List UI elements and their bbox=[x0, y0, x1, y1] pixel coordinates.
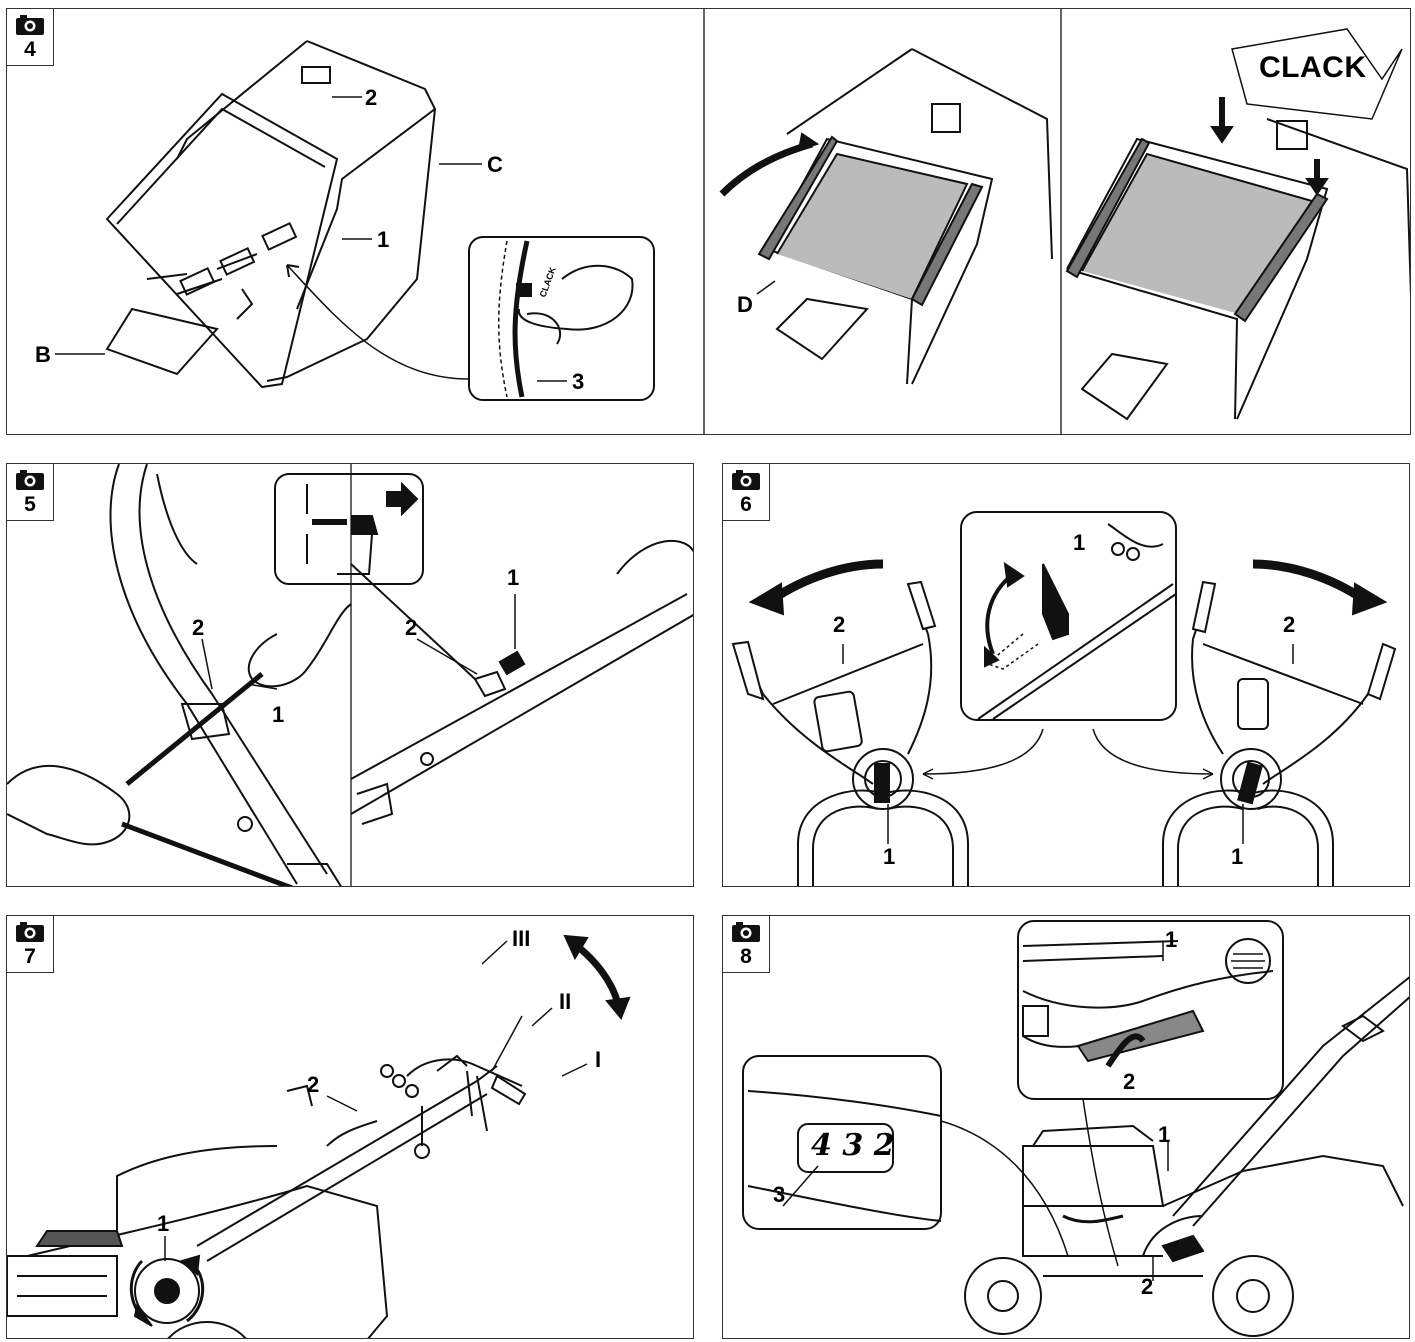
part-b-label: B bbox=[35, 342, 51, 367]
position-iii-label: III bbox=[512, 926, 531, 951]
camera-icon bbox=[16, 15, 44, 35]
figure-8-illustration bbox=[742, 920, 1409, 1337]
camera-icon bbox=[16, 922, 44, 942]
right-part-1-label: 1 bbox=[507, 565, 520, 590]
figure-number: 5 bbox=[24, 493, 36, 516]
camera-icon bbox=[16, 470, 44, 490]
left-part-2-label: 2 bbox=[192, 615, 205, 640]
inset-part-2-label: 2 bbox=[1123, 1069, 1136, 1094]
inset-part-3-label: 3 bbox=[773, 1182, 786, 1207]
part-2-label: 2 bbox=[365, 85, 378, 110]
figure-7-panel: 7 II bbox=[6, 915, 694, 1339]
figure-4-illustration bbox=[55, 9, 1410, 434]
figure-number: 6 bbox=[740, 493, 752, 516]
figure-5-panel: 5 2 1 2 1 bbox=[6, 463, 694, 887]
figure-5-illustration bbox=[7, 464, 693, 886]
figure-6-panel: 6 bbox=[722, 463, 1410, 887]
figure-4-badge: 4 bbox=[7, 9, 54, 66]
inset-part-1-label: 1 bbox=[1165, 927, 1178, 952]
clack-burst-text: CLACK bbox=[1259, 51, 1367, 84]
right-part-2-label: 2 bbox=[405, 615, 418, 640]
position-ii-label: II bbox=[559, 989, 572, 1014]
camera-icon bbox=[732, 470, 760, 490]
left-part-2-label: 2 bbox=[833, 612, 846, 637]
height-gauge-digits: 4 3 2 bbox=[811, 1128, 895, 1163]
right-part-2-label: 2 bbox=[1283, 612, 1296, 637]
camera-icon bbox=[732, 922, 760, 942]
mower-part-2-label: 2 bbox=[1141, 1274, 1154, 1299]
figure-6-illustration bbox=[731, 511, 1397, 886]
inset-part-1-label: 1 bbox=[1073, 530, 1086, 555]
part-1-label: 1 bbox=[377, 227, 390, 252]
right-part-1-label: 1 bbox=[1231, 844, 1244, 869]
figure-5-badge: 5 bbox=[7, 464, 54, 521]
figure-6-badge: 6 bbox=[723, 464, 770, 521]
figure-number: 8 bbox=[740, 945, 752, 968]
left-part-1-label: 1 bbox=[883, 844, 896, 869]
left-part-1-label: 1 bbox=[272, 702, 285, 727]
figure-8-badge: 8 bbox=[723, 916, 770, 973]
position-i-label: I bbox=[595, 1047, 602, 1072]
part-1-label: 1 bbox=[157, 1211, 170, 1236]
figure-4-panel: 4 bbox=[6, 8, 1411, 435]
figure-number: 4 bbox=[24, 38, 36, 61]
figure-7-illustration bbox=[7, 934, 631, 1338]
mower-part-1-label: 1 bbox=[1158, 1122, 1171, 1147]
part-d-label: D bbox=[737, 292, 753, 317]
part-c-label: C bbox=[487, 152, 503, 177]
part-3-label: 3 bbox=[572, 369, 585, 394]
figure-7-badge: 7 bbox=[7, 916, 54, 973]
part-2-label: 2 bbox=[307, 1072, 320, 1097]
figure-number: 7 bbox=[24, 945, 36, 968]
figure-8-panel: 8 bbox=[722, 915, 1410, 1339]
